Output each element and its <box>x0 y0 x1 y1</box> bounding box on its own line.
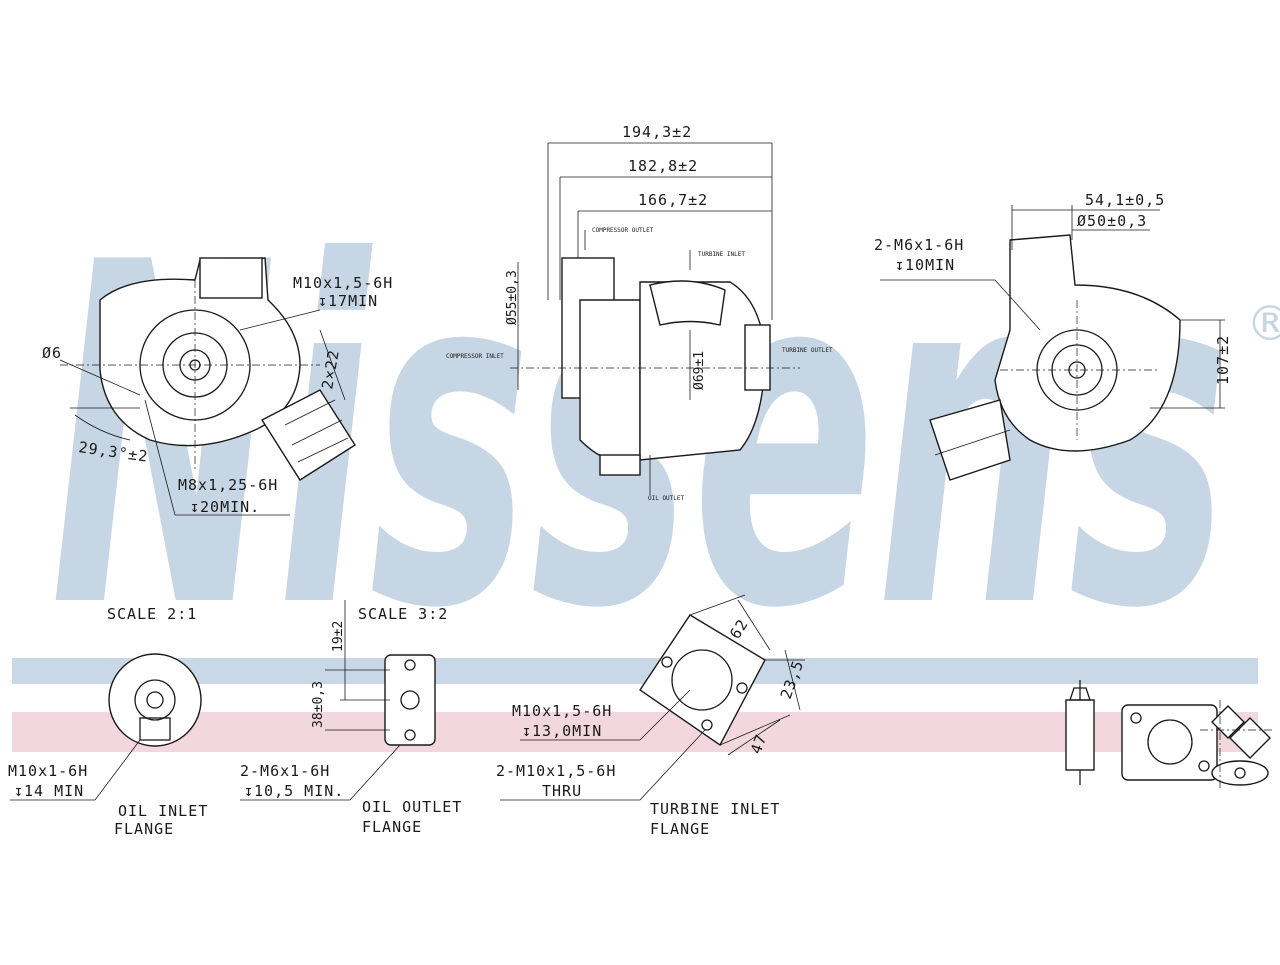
turbine-inlet-depth-a: ↧13,0MIN <box>522 722 602 740</box>
turbine-depth: ↧10MIN <box>895 256 955 274</box>
oil-outlet-depth: ↧10,5 MIN. <box>244 782 344 800</box>
oil-inlet-scale: SCALE 2:1 <box>107 605 197 623</box>
side-dim-total: 194,3±2 <box>622 123 692 141</box>
oil-outlet-thread: 2-M6x1-6H <box>240 762 330 780</box>
turbine-view: 2-M6x1-6H ↧10MIN 54,1±0,5 Ø50±0,3 107±2 <box>874 191 1232 481</box>
turbine-inlet-thru: THRU <box>542 782 582 800</box>
turbine-dim-54: 54,1±0,5 <box>1085 191 1165 209</box>
registered-mark: ® <box>1246 296 1280 352</box>
turbine-dim-107: 107±2 <box>1214 335 1232 385</box>
side-turbine-inlet: TURBINE INLET <box>698 251 745 258</box>
turbine-dim-50: Ø50±0,3 <box>1077 212 1147 230</box>
compressor-m8-depth: ↧20MIN. <box>190 498 260 516</box>
compressor-m10-depth: ↧17MIN <box>318 292 378 310</box>
oil-outlet-title-1: OIL OUTLET <box>362 798 462 816</box>
oil-inlet-flange-detail: SCALE 2:1 M10x1-6H ↧14 MIN OIL INLET FLA… <box>8 605 208 838</box>
turbine-inlet-flange-detail: 62 23,5 47 M10x1,5-6H ↧13,0MIN 2-M10x1,5… <box>496 594 807 838</box>
accessories <box>1065 680 1275 790</box>
side-turbine-outlet: TURBINE OUTLET <box>782 347 833 354</box>
compressor-m8-thread: M8x1,25-6H <box>178 476 278 494</box>
side-compressor-inlet: COMPRESSOR INLET <box>446 353 504 360</box>
oil-outlet-flange-detail: SCALE 3:2 19±2 38±0,3 2-M6x1-6H ↧10,5 MI… <box>240 600 462 836</box>
oil-inlet-thread: M10x1-6H <box>8 762 88 780</box>
turbine-inlet-title-2: FLANGE <box>650 820 710 838</box>
oil-inlet-title-1: OIL INLET <box>118 802 208 820</box>
turbine-inlet-title-1: TURBINE INLET <box>650 800 780 818</box>
turbine-inlet-dim-47: 47 <box>747 731 771 756</box>
compressor-d6-label: Ø6 <box>42 344 62 362</box>
watermark-band-blue <box>12 658 1258 684</box>
turbine-inlet-thread-a: M10x1,5-6H <box>512 702 612 720</box>
oil-outlet-dim-38: 38±0,3 <box>311 681 326 728</box>
turbine-inlet-thread-b: 2-M10x1,5-6H <box>496 762 616 780</box>
side-dia-inlet: Ø55±0,3 <box>505 270 520 325</box>
side-compressor-outlet: COMPRESSOR OUTLET <box>592 227 654 234</box>
watermark-band-pink <box>12 712 1258 752</box>
side-dia-outlet: Ø69±1 <box>692 351 707 390</box>
oil-outlet-title-2: FLANGE <box>362 818 422 836</box>
oil-outlet-scale: SCALE 3:2 <box>358 605 448 623</box>
compressor-m10-thread: M10x1,5-6H <box>293 274 393 292</box>
side-oil-outlet: OIL OUTLET <box>648 495 685 502</box>
oil-inlet-title-2: FLANGE <box>114 820 174 838</box>
turbine-thread: 2-M6x1-6H <box>874 236 964 254</box>
oil-outlet-dim-19: 19±2 <box>331 621 346 652</box>
compressor-view: Ø6 M10x1,5-6H ↧17MIN 29,3°±2 2×22 M8x1,2… <box>42 257 393 516</box>
oil-inlet-depth: ↧14 MIN <box>14 782 84 800</box>
side-dim-inner: 166,7±2 <box>638 191 708 209</box>
side-dim-mid: 182,8±2 <box>628 157 698 175</box>
side-view: 194,3±2 182,8±2 166,7±2 Ø55±0,3 Ø69±1 CO… <box>446 123 833 502</box>
